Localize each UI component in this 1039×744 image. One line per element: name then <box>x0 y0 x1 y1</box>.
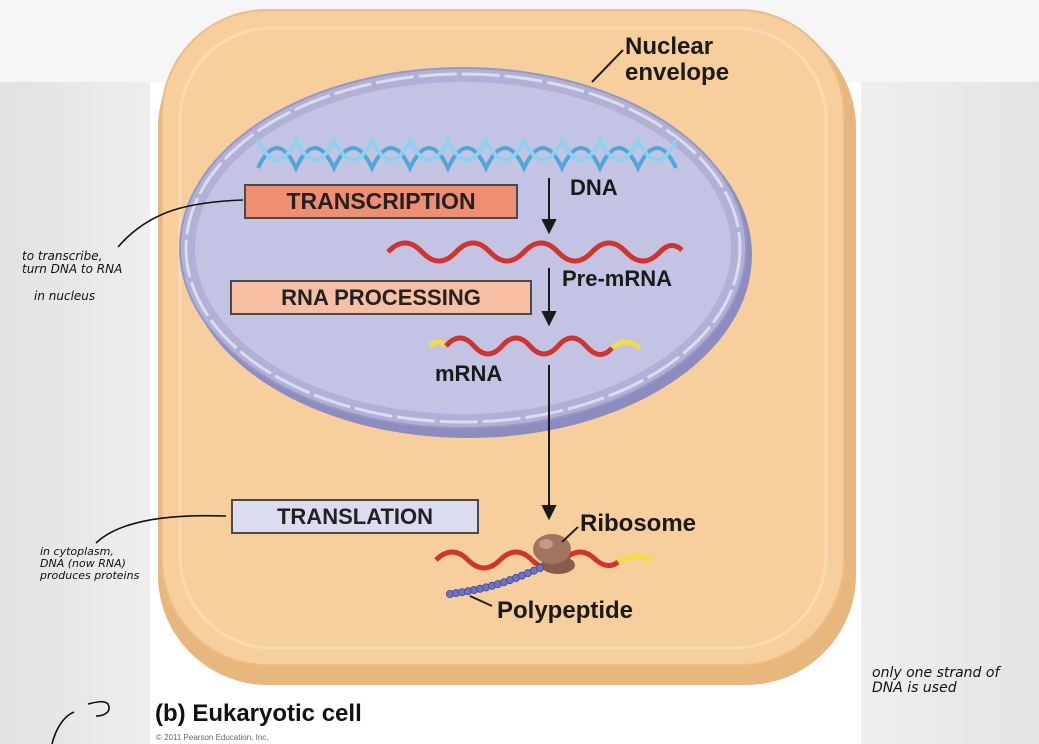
cytoplasmic-mrna <box>434 549 654 571</box>
dna-label: DNA <box>570 175 618 200</box>
slide-right-margin <box>861 82 1039 744</box>
mrna-strand <box>428 335 642 357</box>
note-strand-line2: DNA is used <box>872 680 957 697</box>
ribosome-label: Ribosome <box>580 510 697 537</box>
pre-mrna-label: Pre-mRNA <box>562 266 673 291</box>
rna-processing-box: RNA PROCESSING <box>230 280 532 315</box>
cytoplasm-inner-edge <box>178 26 828 650</box>
curly-mark <box>51 700 110 744</box>
note-strand: only one strand of DNA is used <box>872 665 1000 697</box>
ribosome-pointer <box>561 526 579 543</box>
handwritten-strokes <box>51 199 244 744</box>
note-transcribe-line1: to transcribe, <box>22 249 103 263</box>
polypeptide-chain <box>445 564 545 599</box>
transcription-note-line <box>117 199 244 248</box>
note-transcribe: to transcribe, turn DNA to RNA in nucleu… <box>22 249 123 304</box>
nuclear-envelope-label-line1: Nuclear <box>625 33 714 60</box>
nuclear-envelope-label: Nuclear envelope <box>625 34 729 86</box>
copyright-notice: © 2011 Pearson Education, Inc. <box>156 733 269 742</box>
amino-acid-bead <box>536 564 545 573</box>
note-transcribe-line3: in nucleus <box>34 289 96 304</box>
transcription-box: TRANSCRIPTION <box>244 184 518 219</box>
nuclear-envelope-pointer <box>591 49 624 83</box>
nuclear-envelope-pores <box>184 72 742 424</box>
note-translation-line1: in cytoplasm, <box>40 545 114 558</box>
polypeptide-pointer <box>469 595 493 607</box>
note-transcribe-line2: turn DNA to RNA <box>22 262 123 277</box>
flow-arrows <box>541 178 557 521</box>
pre-mrna-strand <box>386 240 684 264</box>
note-translation-line2: DNA (now RNA) <box>40 557 126 571</box>
mrna-label: mRNA <box>435 361 503 386</box>
polypeptide-label: Polypeptide <box>497 597 634 624</box>
ribosome <box>533 534 575 574</box>
note-translation: in cytoplasm, DNA (now RNA) produces pro… <box>40 545 140 583</box>
figure-caption: (b) Eukaryotic cell <box>155 700 362 727</box>
slide-left-margin <box>0 82 150 744</box>
nuclear-envelope-label-line2: envelope <box>625 59 730 86</box>
translation-note-line <box>95 514 227 544</box>
dna-helix <box>256 135 678 173</box>
translation-box: TRANSLATION <box>231 499 479 534</box>
note-translation-line3: produces proteins <box>40 569 140 583</box>
note-strand-line1: only one strand of <box>872 665 1000 681</box>
